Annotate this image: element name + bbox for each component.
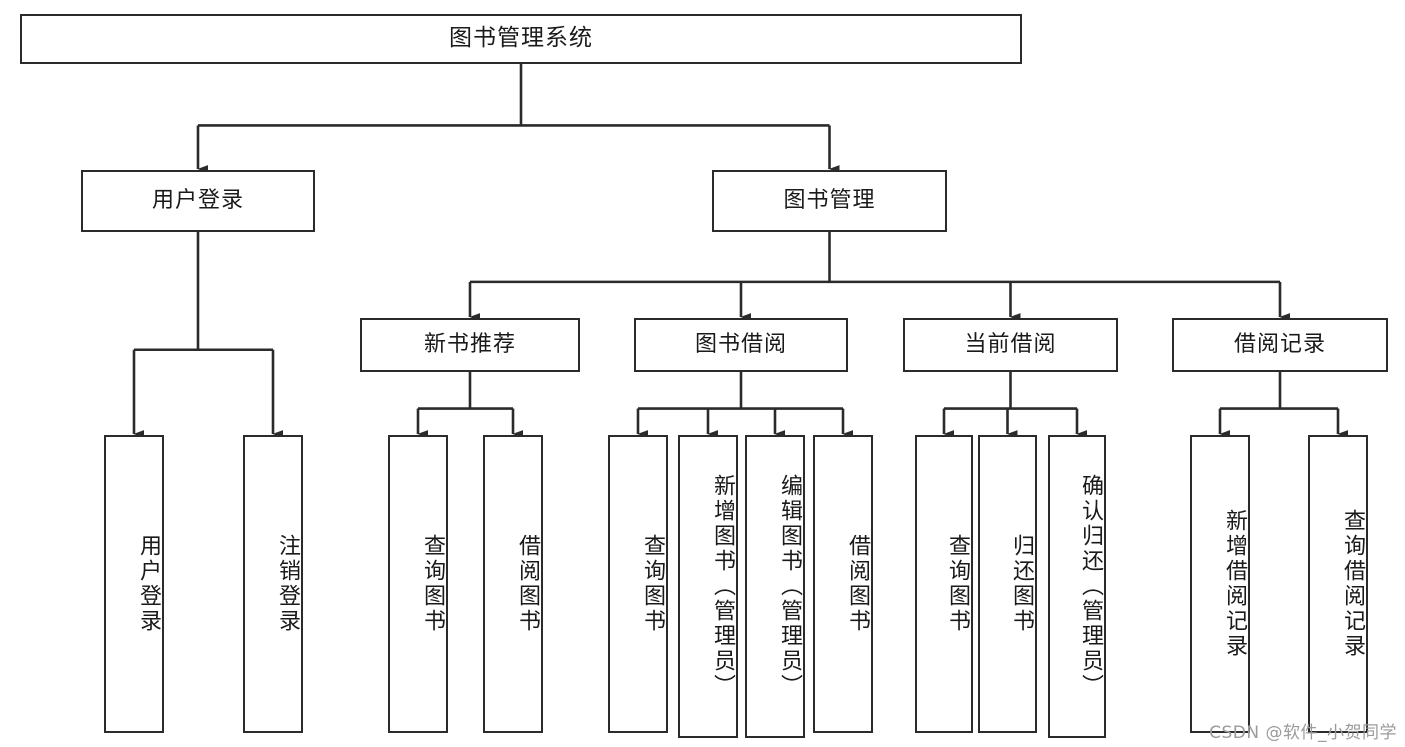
leaf-query-borrow-record-label: 查询借阅记录 [1340, 509, 1365, 659]
node-root-label: 图书管理系统 [449, 25, 593, 52]
node-user-login-label: 用户登录 [151, 187, 244, 213]
leaf-query-book-2[interactable]: 查询图书 [608, 435, 668, 733]
node-book-management[interactable]: 图书管理 [712, 170, 947, 232]
leaf-edit-book-label: 编辑图书（管理员） [777, 474, 802, 699]
node-book-borrowing[interactable]: 图书借阅 [634, 318, 848, 372]
leaf-edit-book[interactable]: 编辑图书（管理员） [745, 435, 805, 738]
node-borrowing-record[interactable]: 借阅记录 [1172, 318, 1388, 372]
watermark: CSDN @软件_小贺同学 [1209, 723, 1397, 743]
leaf-borrow-book-1[interactable]: 借阅图书 [483, 435, 543, 733]
leaf-add-book[interactable]: 新增图书（管理员） [678, 435, 738, 738]
leaf-borrow-book-2[interactable]: 借阅图书 [813, 435, 873, 733]
leaf-confirm-return[interactable]: 确认归还（管理员） [1048, 435, 1106, 738]
leaf-query-book-3-label: 查询图书 [945, 534, 970, 634]
leaf-borrow-book-1-label: 借阅图书 [515, 534, 540, 634]
leaf-query-book-2-label: 查询图书 [640, 534, 665, 634]
node-root[interactable]: 图书管理系统 [20, 14, 1022, 64]
leaf-query-borrow-record[interactable]: 查询借阅记录 [1308, 435, 1368, 733]
node-new-book-recommendation[interactable]: 新书推荐 [360, 318, 580, 372]
leaf-confirm-return-label: 确认归还（管理员） [1078, 474, 1103, 699]
leaf-return-book-label: 归还图书 [1009, 534, 1034, 634]
node-user-login[interactable]: 用户登录 [81, 170, 315, 232]
leaf-add-borrow-record-label: 新增借阅记录 [1222, 509, 1247, 659]
leaf-query-book-1-label: 查询图书 [420, 534, 445, 634]
leaf-logout-label: 注销登录 [275, 534, 300, 634]
leaf-query-book-3[interactable]: 查询图书 [915, 435, 973, 733]
node-current-borrowing[interactable]: 当前借阅 [903, 318, 1118, 372]
node-borrowing-record-label: 借阅记录 [1233, 331, 1326, 357]
leaf-add-borrow-record[interactable]: 新增借阅记录 [1190, 435, 1250, 733]
node-new-book-recommendation-label: 新书推荐 [423, 331, 516, 357]
leaf-borrow-book-2-label: 借阅图书 [845, 534, 870, 634]
leaf-logout[interactable]: 注销登录 [243, 435, 303, 733]
leaf-user-login-label: 用户登录 [136, 534, 161, 634]
leaf-add-book-label: 新增图书（管理员） [710, 474, 735, 699]
leaf-user-login[interactable]: 用户登录 [104, 435, 164, 733]
leaf-query-book-1[interactable]: 查询图书 [388, 435, 448, 733]
node-book-borrowing-label: 图书借阅 [694, 331, 787, 357]
leaf-return-book[interactable]: 归还图书 [978, 435, 1037, 733]
node-current-borrowing-label: 当前借阅 [964, 331, 1057, 357]
node-book-management-label: 图书管理 [783, 187, 876, 213]
